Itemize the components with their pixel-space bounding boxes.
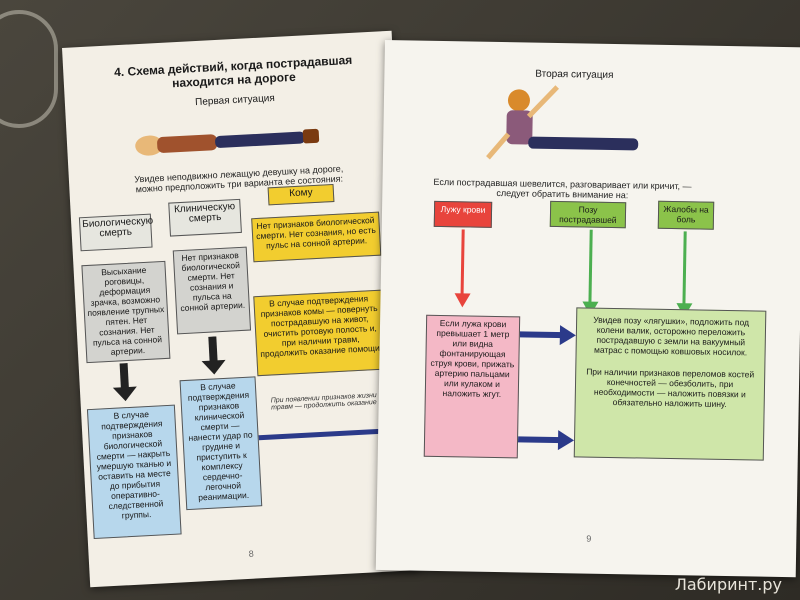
pain-action-text: При наличии признаков переломов костей к… [586, 366, 755, 410]
lying-person-illustration [135, 128, 320, 156]
pose-arrow [582, 229, 599, 316]
blood-arrow [454, 229, 471, 308]
biological-action-box: В случае подтверждения признаков биологи… [86, 404, 182, 540]
pain-arrow [676, 231, 693, 318]
situation-label-2: Вторая ситуация [535, 68, 614, 81]
intro-text-2: Если пострадавшая шевелится, разговарива… [422, 177, 702, 202]
page-number-right: 9 [586, 533, 592, 544]
clinical-action-box: В случае подтверждения признаков клиниче… [179, 376, 263, 511]
coma-action-box: В случае подтверждения признаков комы — … [253, 289, 388, 377]
watermark: Лабиринт.ру [674, 575, 782, 594]
clinical-signs-box: Нет признаков биологической смерти. Нет … [172, 246, 252, 335]
blood-to-green-arrow [519, 325, 576, 346]
header-pose: Позу пострадавшей [549, 200, 627, 229]
header-blood-pool: Лужу крови [433, 200, 493, 228]
pose-pain-action-box: Увидев позу «лягушки», подложить под кол… [573, 307, 767, 461]
header-pain: Жалобы на боль [657, 200, 715, 230]
glasses [0, 10, 58, 128]
page-number-left: 8 [248, 548, 255, 559]
right-page: Вторая ситуация Если пострадавшая шевели… [375, 40, 800, 578]
biological-signs-box: Высыхание роговицы, деформация зрачка, в… [81, 260, 171, 364]
sitting-person-illustration [486, 85, 639, 160]
intro-text: Увидев неподвижно лежащую девушку на дор… [89, 161, 390, 197]
coma-signs-box: Нет признаков биологической смерти. Нет … [251, 211, 382, 263]
header-biological-death: Биологическую смерть [78, 213, 153, 252]
left-page: 4. Схема действий, когда пострадавшая на… [62, 30, 420, 588]
down-arrow-biological [112, 362, 137, 402]
down-arrow-clinical [201, 336, 226, 375]
header-clinical-death: Клиническую смерть [168, 198, 242, 237]
blood-to-green-arrow-2 [517, 430, 575, 451]
pose-action-text: Увидев позу «лягушки», подложить под кол… [593, 314, 750, 358]
page-title: 4. Схема действий, когда пострадавшая на… [83, 51, 384, 95]
header-coma: Кому [267, 183, 335, 206]
blood-action-box: Если лужа крови превышает 1 метр или вид… [423, 314, 521, 459]
